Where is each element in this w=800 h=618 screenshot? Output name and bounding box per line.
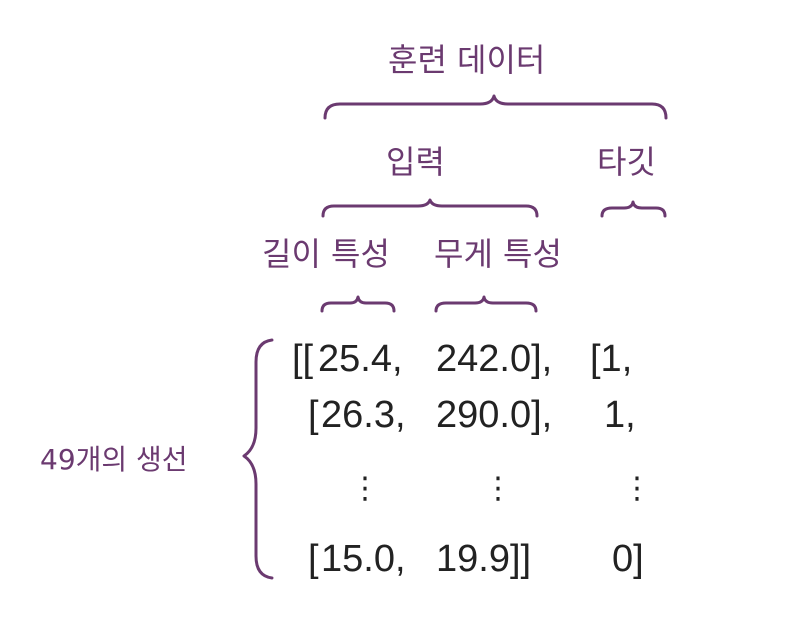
length-ellipsis: ⋮ (350, 471, 380, 506)
row-1-length-value: 25.4, (318, 338, 403, 380)
row-1-open-bracket: [[ (292, 338, 314, 380)
input-label: 입력 (386, 143, 445, 181)
fish-count-brace (242, 338, 274, 580)
length-feature-brace (320, 295, 396, 313)
row-1-weight-value: 242.0], (436, 338, 553, 380)
row-1-target-value: [1, (590, 338, 633, 380)
target-label: 타깃 (597, 143, 656, 181)
row-2-length-value: 26.3, (321, 394, 406, 436)
row-2-weight-value: 290.0], (436, 394, 553, 436)
length-feature-label: 길이 특성 (262, 235, 390, 273)
input-brace (321, 198, 539, 218)
weight-ellipsis: ⋮ (483, 471, 513, 506)
row-2-target-value: 1, (604, 394, 636, 436)
row-last-open-bracket: [ (308, 538, 319, 580)
row-last-weight-value: 19.9]] (436, 538, 532, 580)
row-2-open-bracket: [ (308, 394, 319, 436)
fish-count-label: 49개의 생선 (40, 443, 188, 476)
weight-feature-brace (434, 295, 538, 313)
training-data-brace (323, 94, 668, 120)
target-brace (600, 200, 667, 218)
row-last-length-value: 15.0, (321, 538, 406, 580)
weight-feature-label: 무게 특성 (434, 235, 562, 273)
target-ellipsis: ⋮ (622, 471, 652, 506)
training-data-label: 훈련 데이터 (388, 41, 546, 79)
row-last-target-value: 0] (612, 538, 644, 580)
